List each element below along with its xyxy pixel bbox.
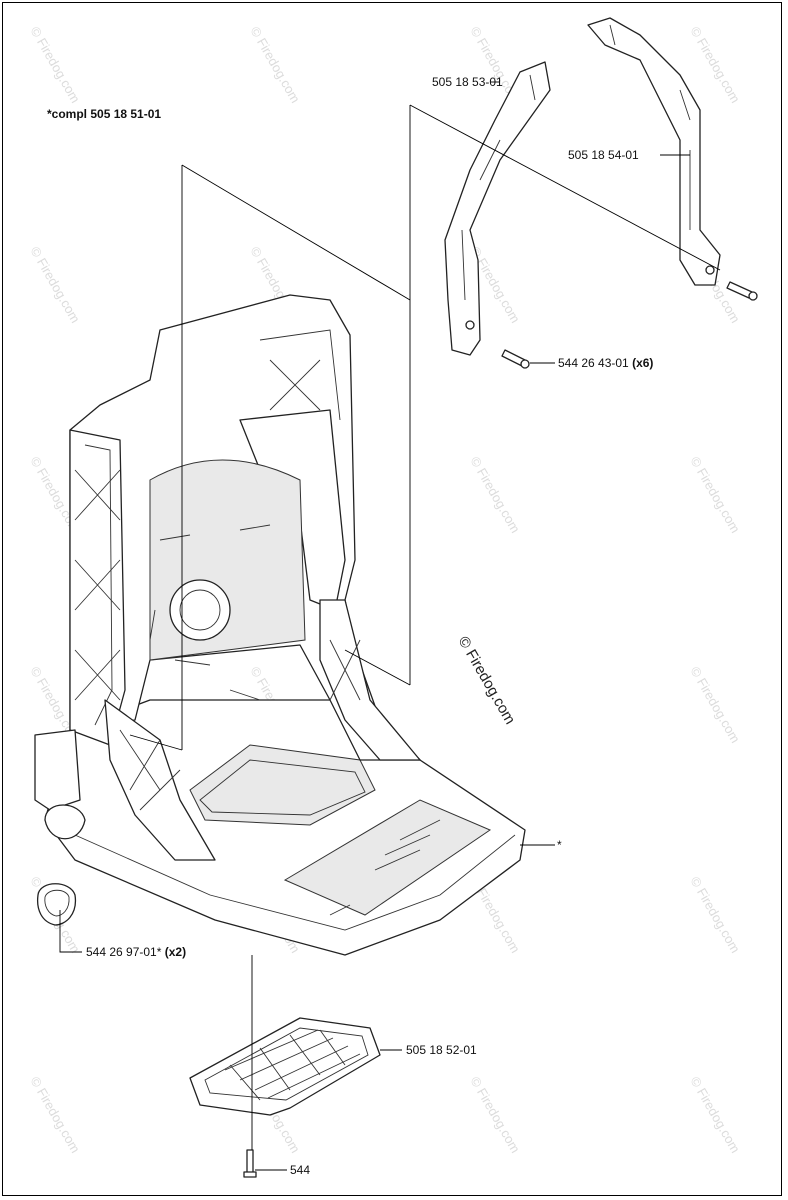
watermark: © Firedog.com <box>687 1074 743 1156</box>
watermark: © Firedog.com <box>467 454 523 536</box>
bracket-screw-label: 544 26 43-01 (x6) <box>558 356 653 370</box>
watermark: © Firedog.com <box>687 874 743 956</box>
watermark: © Firedog.com <box>27 1074 83 1156</box>
bracket-screw-qty: (x6) <box>632 356 653 370</box>
watermark: © Firedog.com <box>467 1074 523 1156</box>
bottom-grate-label: 505 18 52-01 <box>406 1043 477 1057</box>
rubber-grommet-part-number: 544 26 97-01* <box>86 945 162 959</box>
rubber-grommet-label: 544 26 97-01* (x2) <box>86 945 186 959</box>
bracket-screw-part[interactable] <box>726 281 758 301</box>
bracket-screw-part[interactable] <box>501 349 530 369</box>
bottom-grate-part[interactable] <box>189 1017 381 1116</box>
assembly-label: *compl 505 18 51-01 <box>47 107 161 121</box>
watermark: © Firedog.com <box>687 454 743 536</box>
bracket-screw-part-number: 544 26 43-01 <box>558 356 629 370</box>
frame-main-part[interactable] <box>34 294 526 956</box>
right-strap-bracket-label: 505 18 53-01 <box>432 75 503 89</box>
frame-main-label: * <box>557 838 562 852</box>
watermark: © Firedog.com <box>247 24 303 106</box>
left-strap-bracket-label: 505 18 54-01 <box>568 148 639 162</box>
grate-screw-label: 544 <box>290 1163 310 1177</box>
right-strap-bracket-part[interactable] <box>444 61 551 356</box>
leader-lines <box>59 81 721 1171</box>
rubber-grommet-part[interactable] <box>36 883 77 926</box>
watermark: © Firedog.com <box>687 24 743 106</box>
watermark: © Firedog.com <box>687 664 743 746</box>
watermark: © Firedog.com <box>27 24 83 106</box>
watermark-center: © Firedog.com <box>455 634 519 728</box>
grate-screw-part[interactable] <box>243 1149 257 1178</box>
left-strap-bracket-part[interactable] <box>587 17 721 286</box>
watermark: © Firedog.com <box>27 244 83 326</box>
rubber-grommet-qty: (x2) <box>165 945 186 959</box>
